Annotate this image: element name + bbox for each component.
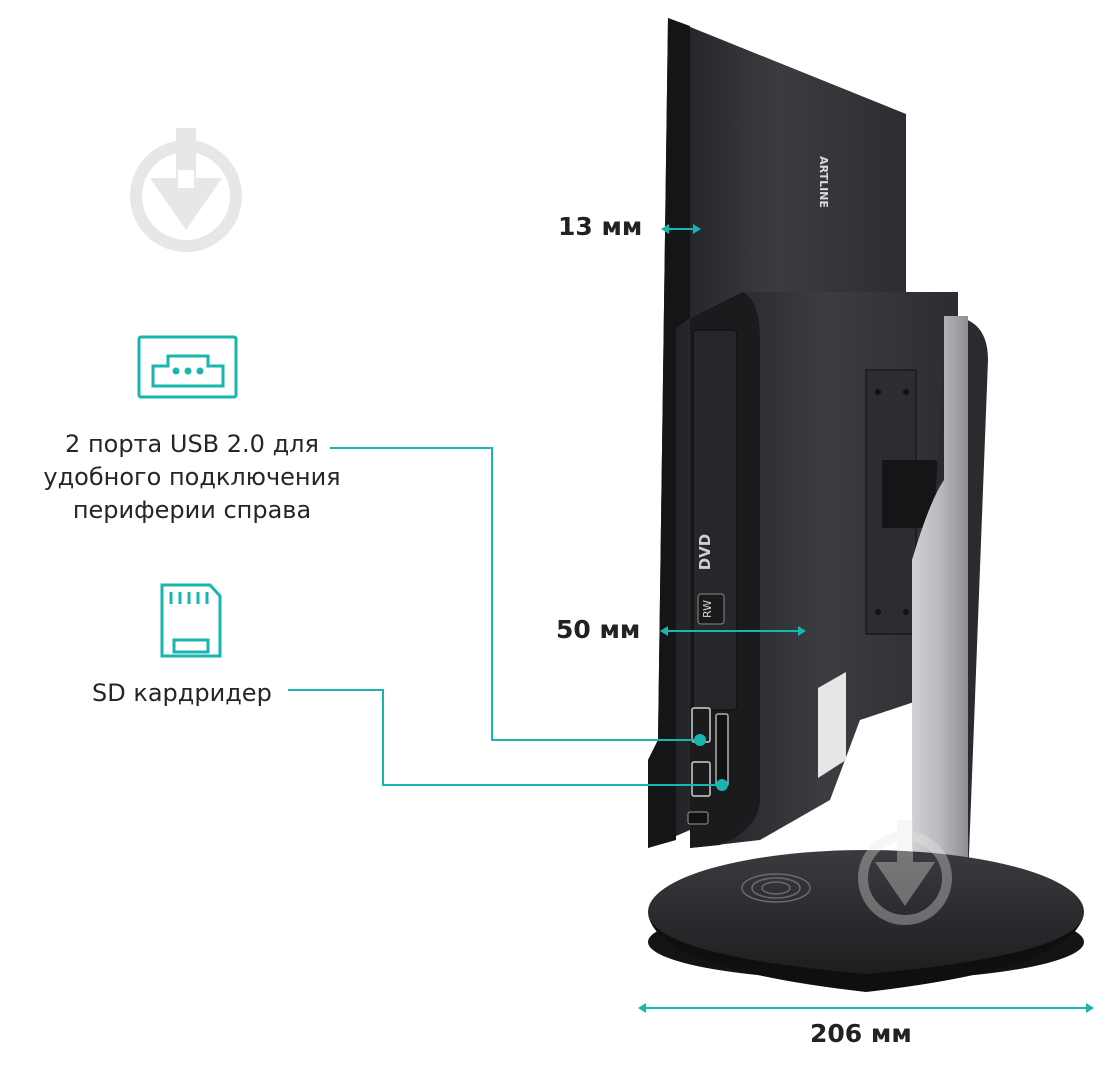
lock-slot [687,811,709,825]
dvd-logo: DVD [696,534,714,571]
watermark-download-icon [130,128,242,252]
usb-feature-caption: 2 порта USB 2.0 для удобного подключения… [0,428,384,527]
usb-caption-line-2: удобного подключения [43,463,341,491]
watermark-download-icon-right [858,820,952,925]
body-depth-label: 50 мм [556,615,641,644]
svg-text:RW: RW [701,600,714,618]
stand-base [648,850,1084,992]
wireless-charging-icon [741,873,811,903]
sd-feature-caption: SD кардридер [92,679,272,707]
panel-thickness-label: 13 мм [558,212,643,241]
usb-callout-dot [694,734,706,746]
hinge-knob [882,460,943,528]
artline-logo: ARTLINE [817,156,830,208]
usb-caption-line-3: периферии справа [72,496,312,524]
stand-depth-label: 206 мм [810,1019,912,1048]
usb-port-2 [691,761,711,797]
product-sticker [818,672,846,778]
monitor-panel: ARTLINE [648,18,906,848]
sd-slot [715,713,729,787]
rw-badge [697,593,725,625]
usb-caption-line-1: 2 порта USB 2.0 для [65,430,319,458]
sd-card-icon [160,583,222,658]
sd-callout-dot [716,779,728,791]
dvd-drive [692,329,738,711]
monitor-body: DVD RW [687,292,958,848]
monitor-stand [912,316,988,902]
callout-lines [288,447,722,786]
usb-port-icon [137,335,238,399]
svg-text:ARTLINE: ARTLINE [817,156,830,208]
dimension-arrows [638,224,1094,1013]
